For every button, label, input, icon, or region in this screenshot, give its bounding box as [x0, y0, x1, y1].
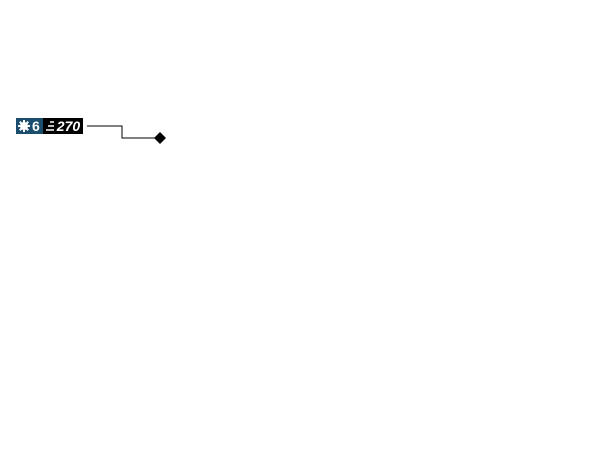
diamond-endpoint[interactable] — [154, 132, 166, 144]
count-label: 6 — [32, 118, 40, 134]
connector-line — [87, 125, 158, 139]
gear-icon — [18, 120, 30, 132]
count-segment: 6 — [16, 118, 43, 134]
lines-icon — [45, 121, 54, 131]
node-badge[interactable]: 6 270 — [16, 118, 84, 134]
value-segment: 270 — [42, 118, 84, 134]
value-label: 270 — [56, 118, 81, 134]
